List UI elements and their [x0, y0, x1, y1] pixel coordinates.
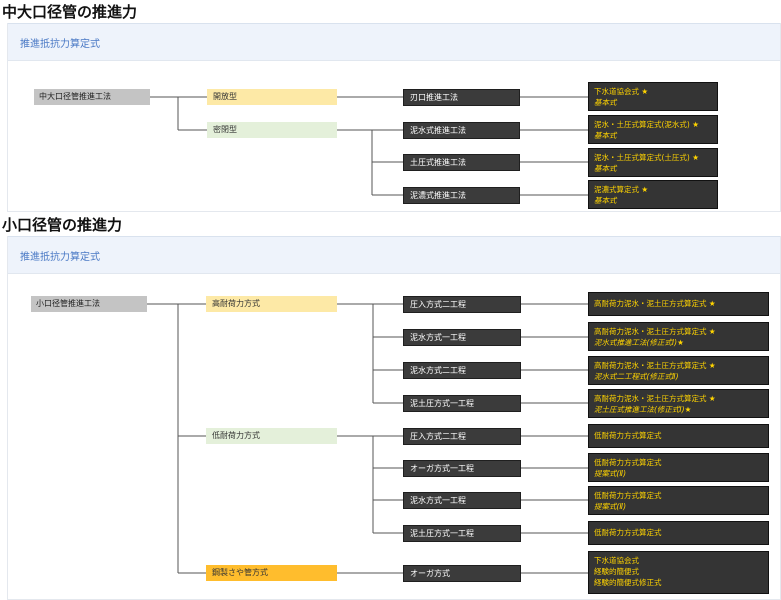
group-node: 開放型 [207, 89, 337, 105]
group-node: 密閉型 [207, 122, 337, 138]
formula-node: 高耐荷力泥水・泥土圧方式算定式 ★ 泥土圧式推進工法(修正式Ⅰ)★ [588, 389, 769, 418]
formula-line: 泥水式二工程式(修正式Ⅱ) [594, 372, 679, 381]
root-node: 小口径管推進工法 [31, 296, 147, 312]
group-node: 低耐荷力方式 [206, 428, 337, 444]
formula-node: 低耐荷力方式算定式 [588, 521, 769, 545]
method-node: 土圧式推進工法 [403, 154, 520, 171]
method-node: 圧入方式二工程 [403, 428, 521, 445]
formula-line: 基本式 [594, 196, 617, 205]
method-node: オーガ方式一工程 [403, 460, 521, 477]
group-node: 鋼製さや管方式 [206, 565, 337, 581]
formula-node: 泥濃式算定式 ★ 基本式 [588, 180, 718, 209]
formula-line: 提案式(Ⅱ) [594, 502, 627, 511]
formula-line: 基本式 [594, 164, 617, 173]
formula-line: 泥水・土圧式算定式(泥水式) ★ [594, 120, 699, 129]
formula-line: 下水道協会式 [594, 556, 639, 565]
method-node: 泥土圧方式一工程 [403, 395, 521, 412]
formula-line: 経験的簡便式修正式 [594, 578, 662, 587]
root-node: 中大口径管推進工法 [34, 89, 150, 105]
method-node: 泥水方式二工程 [403, 362, 521, 379]
formula-line: 下水道協会式 ★ [594, 87, 649, 96]
formula-line: 泥濃式算定式 ★ [594, 185, 649, 194]
formula-node: 泥水・土圧式算定式(土圧式) ★ 基本式 [588, 148, 718, 177]
formula-line: 低耐荷力方式算定式 [594, 458, 662, 467]
formula-line: 提案式(Ⅱ) [594, 469, 627, 478]
group-node: 高耐荷力方式 [206, 296, 337, 312]
formula-line: 高耐荷力泥水・泥土圧方式算定式 ★ [594, 327, 716, 336]
formula-line: 経験的簡便式 [594, 567, 639, 576]
method-node: 泥土圧方式一工程 [403, 525, 521, 542]
formula-line: 低耐荷力方式算定式 [594, 528, 662, 537]
formula-node: 高耐荷力泥水・泥土圧方式算定式 ★ 泥水式二工程式(修正式Ⅱ) [588, 356, 769, 385]
formula-line: 低耐荷力方式算定式 [594, 431, 662, 440]
method-node: 刃口推進工法 [403, 89, 520, 106]
panel-header: 推進抵抗力算定式 [8, 236, 780, 274]
formula-node: 高耐荷力泥水・泥土圧方式算定式 ★ 泥水式推進工法(修正式Ⅰ)★ [588, 322, 769, 351]
formula-node: 低耐荷力方式算定式 提案式(Ⅱ) [588, 486, 769, 515]
section-heading-small-diameter: 小口径管の推進力 [2, 216, 123, 234]
formula-node: 下水道協会式 ★ 基本式 [588, 82, 718, 111]
formula-line: 高耐荷力泥水・泥土圧方式算定式 ★ [594, 299, 716, 308]
formula-node: 下水道協会式 経験的簡便式 経験的簡便式修正式 [588, 551, 769, 594]
method-node: オーガ方式 [403, 565, 521, 582]
formula-line: 低耐荷力方式算定式 [594, 491, 662, 500]
formula-node: 泥水・土圧式算定式(泥水式) ★ 基本式 [588, 115, 718, 144]
panel-title: 推進抵抗力算定式 [20, 39, 100, 50]
formula-line: 基本式 [594, 131, 617, 140]
formula-line: 泥土圧式推進工法(修正式Ⅰ)★ [594, 405, 692, 414]
method-node: 泥水式推進工法 [403, 122, 520, 139]
method-node: 圧入方式二工程 [403, 296, 521, 313]
formula-node: 低耐荷力方式算定式 [588, 424, 769, 448]
formula-node: 低耐荷力方式算定式 提案式(Ⅱ) [588, 453, 769, 482]
method-node: 泥濃式推進工法 [403, 187, 520, 204]
formula-node: 高耐荷力泥水・泥土圧方式算定式 ★ [588, 292, 769, 316]
method-node: 泥水方式一工程 [403, 329, 521, 346]
section-heading-large-diameter: 中大口径管の推進力 [2, 3, 138, 21]
panel-header: 推進抵抗力算定式 [8, 23, 780, 61]
formula-line: 基本式 [594, 98, 617, 107]
panel-title: 推進抵抗力算定式 [20, 252, 100, 263]
formula-line: 泥水・土圧式算定式(土圧式) ★ [594, 153, 699, 162]
formula-line: 高耐荷力泥水・泥土圧方式算定式 ★ [594, 361, 716, 370]
formula-line: 泥水式推進工法(修正式Ⅰ)★ [594, 338, 684, 347]
formula-line: 高耐荷力泥水・泥土圧方式算定式 ★ [594, 394, 716, 403]
method-node: 泥水方式一工程 [403, 492, 521, 509]
